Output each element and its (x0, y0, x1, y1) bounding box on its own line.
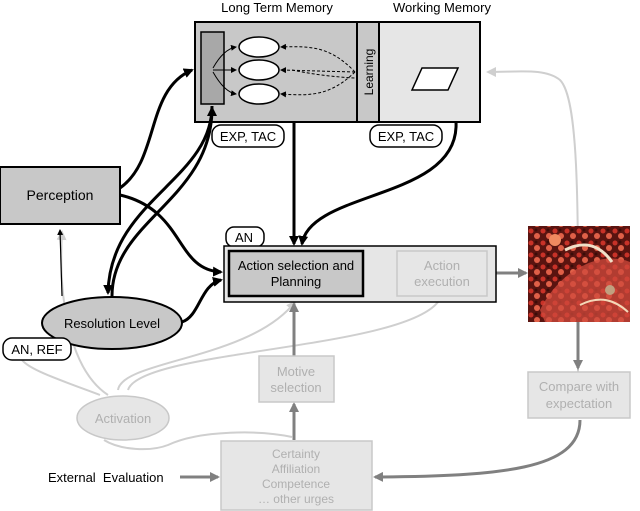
urges-line2: Affiliation (272, 462, 320, 476)
urges-line1: Certainty (272, 447, 320, 461)
arrow-resolution-to-action (181, 277, 223, 324)
arrow-activation-to-execution (127, 301, 439, 391)
resolution-tag: AN, REF (11, 342, 62, 357)
learning-label: Learning (362, 49, 376, 96)
tag-exp-tac-right: EXP, TAC (378, 129, 434, 144)
memory-node-2 (238, 59, 280, 81)
tag-exp-tac-left-box (211, 124, 285, 148)
compare-line1: Compare with (539, 379, 619, 394)
memory-node-1 (238, 36, 280, 58)
urges-line4: … other urges (258, 492, 334, 506)
long-term-memory-title: Long Term Memory (221, 0, 333, 15)
compare-box (527, 371, 631, 419)
resolution-level-label: Resolution Level (64, 316, 160, 331)
action-execution-line2: execution (414, 274, 470, 289)
faded-connections (21, 66, 580, 451)
activation-node (76, 395, 170, 441)
tag-exp-tac-right-box (369, 124, 443, 148)
memory-block: Learning Long Term Memory Working Memory (194, 0, 492, 123)
arrow-compare-to-urges (373, 419, 582, 482)
urges-box (220, 440, 373, 511)
external-evaluation-label: External Evaluation (48, 470, 164, 485)
motive-line1: Motive (277, 364, 315, 379)
arrow-memory-to-resolution (103, 105, 214, 295)
black-connections (103, 68, 458, 324)
tag-exp-tac-left: EXP, TAC (220, 129, 276, 144)
action-execution-line1: Action (424, 258, 460, 273)
urges-line3: Competence (262, 477, 330, 491)
perception-label: Perception (27, 187, 94, 203)
action-execution-box (396, 250, 488, 297)
working-memory-title: Working Memory (393, 0, 492, 15)
compare-line2: expectation (546, 396, 613, 411)
arrow-perception-to-memory (119, 68, 194, 190)
action-selection-line1: Action selection and (238, 258, 354, 273)
action-selection-box (227, 249, 365, 298)
arrow-activation-to-action (117, 300, 297, 391)
resolution-level-node (41, 296, 183, 350)
arrow-resolution-to-memory (110, 106, 217, 297)
arrow-perception-to-action (119, 193, 223, 277)
line-activation-branch (21, 359, 101, 396)
memory-index-links (212, 44, 237, 97)
arrow-resolution-to-perception (57, 229, 64, 297)
environment-image (528, 226, 630, 322)
resolution-tag-box (2, 337, 72, 361)
arrow-working-to-action (298, 121, 458, 246)
working-memory-box (378, 21, 481, 123)
action-selection-line2: Planning (271, 274, 322, 289)
memory-node-3 (238, 83, 280, 105)
action-tag: AN (235, 230, 253, 245)
arrow-compare-to-working-memory (486, 66, 580, 373)
working-memory-item (410, 67, 460, 91)
motive-selection-box (258, 355, 335, 403)
perception-box (0, 166, 121, 225)
motive-line2: selection (270, 380, 321, 395)
line-urges-to-activation (103, 431, 293, 451)
memory-index-bar (200, 31, 225, 105)
activation-label: Activation (95, 411, 151, 426)
